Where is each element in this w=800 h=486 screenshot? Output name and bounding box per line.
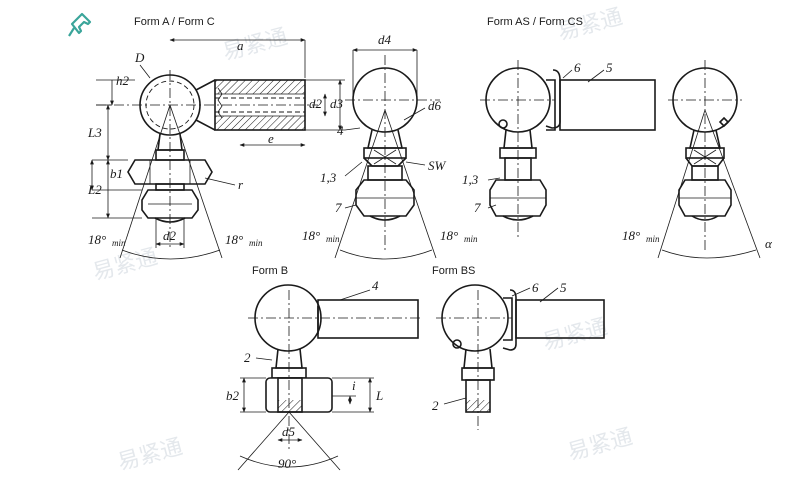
angle-right-min: min [464,234,478,244]
angle-left-min: min [112,238,126,248]
part-5-label: 5 [560,280,567,295]
angle-right-label: 18° [225,232,243,247]
angle-right-min: min [249,238,263,248]
dim-h2-label: h2 [116,73,130,88]
pushpin-icon [68,12,92,37]
part-4-label: 4 [337,123,344,138]
dim-d6-label: d6 [428,98,442,113]
side-view: d4 d6 SW 4 1,3 7 18° min 18° min [302,32,478,260]
alpha-label: α [765,236,773,251]
form-bs-view: Form BS 6 5 2 [432,265,605,430]
part-1-3-label: 1,3 [320,170,337,185]
watermark-text: 易紧通 [565,425,635,466]
angle-90-label: 90° [278,456,296,471]
part-2-label: 2 [244,350,251,365]
dim-d3-label: d3 [330,96,344,111]
part-6-label: 6 [574,60,581,75]
dim-SW-label: SW [428,158,447,173]
watermark-text: 易紧通 [540,315,610,356]
part-1-3-label: 1,3 [462,172,479,187]
angle-min: min [646,234,660,244]
angle-left-label: 18° [302,228,320,243]
angle-right-label: 18° [440,228,458,243]
dim-L3-label: L3 [87,125,102,140]
dim-d2-label: d2 [163,228,177,243]
form-a-c-view: Form A / Form C [87,16,345,260]
angle-left-label: 18° [88,232,106,247]
dim-L-label: L [375,388,383,403]
dim-b1-label: b1 [110,166,123,181]
dim-i-label: i [352,378,356,393]
dim-b2-label: b2 [226,388,240,403]
part-7-label: 7 [474,200,481,215]
form-as-cs-view: Form AS / Form CS 6 5 1,3 7 [462,16,773,259]
form-b-view: Form B 4 2 b2 i L d5 90° [226,265,420,471]
part-5-label: 5 [606,60,613,75]
angle-label: 18° [622,228,640,243]
dim-d2-thread-label: d2 [309,96,323,111]
dim-r-label: r [238,177,244,192]
form-as-cs-title: Form AS / Form CS [487,16,583,28]
angle-left-min: min [326,234,340,244]
part-6-label: 6 [532,280,539,295]
watermark-text: 易紧通 [115,435,185,476]
watermark-text: 易紧通 [220,25,290,66]
part-4-label: 4 [372,278,379,293]
form-b-title: Form B [252,265,288,277]
form-a-c-title: Form A / Form C [134,16,215,28]
dim-D-label: D [134,50,145,65]
part-2-label: 2 [432,398,439,413]
dim-e-label: e [268,131,274,146]
form-bs-title: Form BS [432,265,475,277]
dim-L2-label: L2 [87,182,102,197]
dim-d4-label: d4 [378,32,392,47]
dim-d5-label: d5 [282,424,296,439]
part-7-label: 7 [335,200,342,215]
dim-a-label: a [237,38,244,53]
